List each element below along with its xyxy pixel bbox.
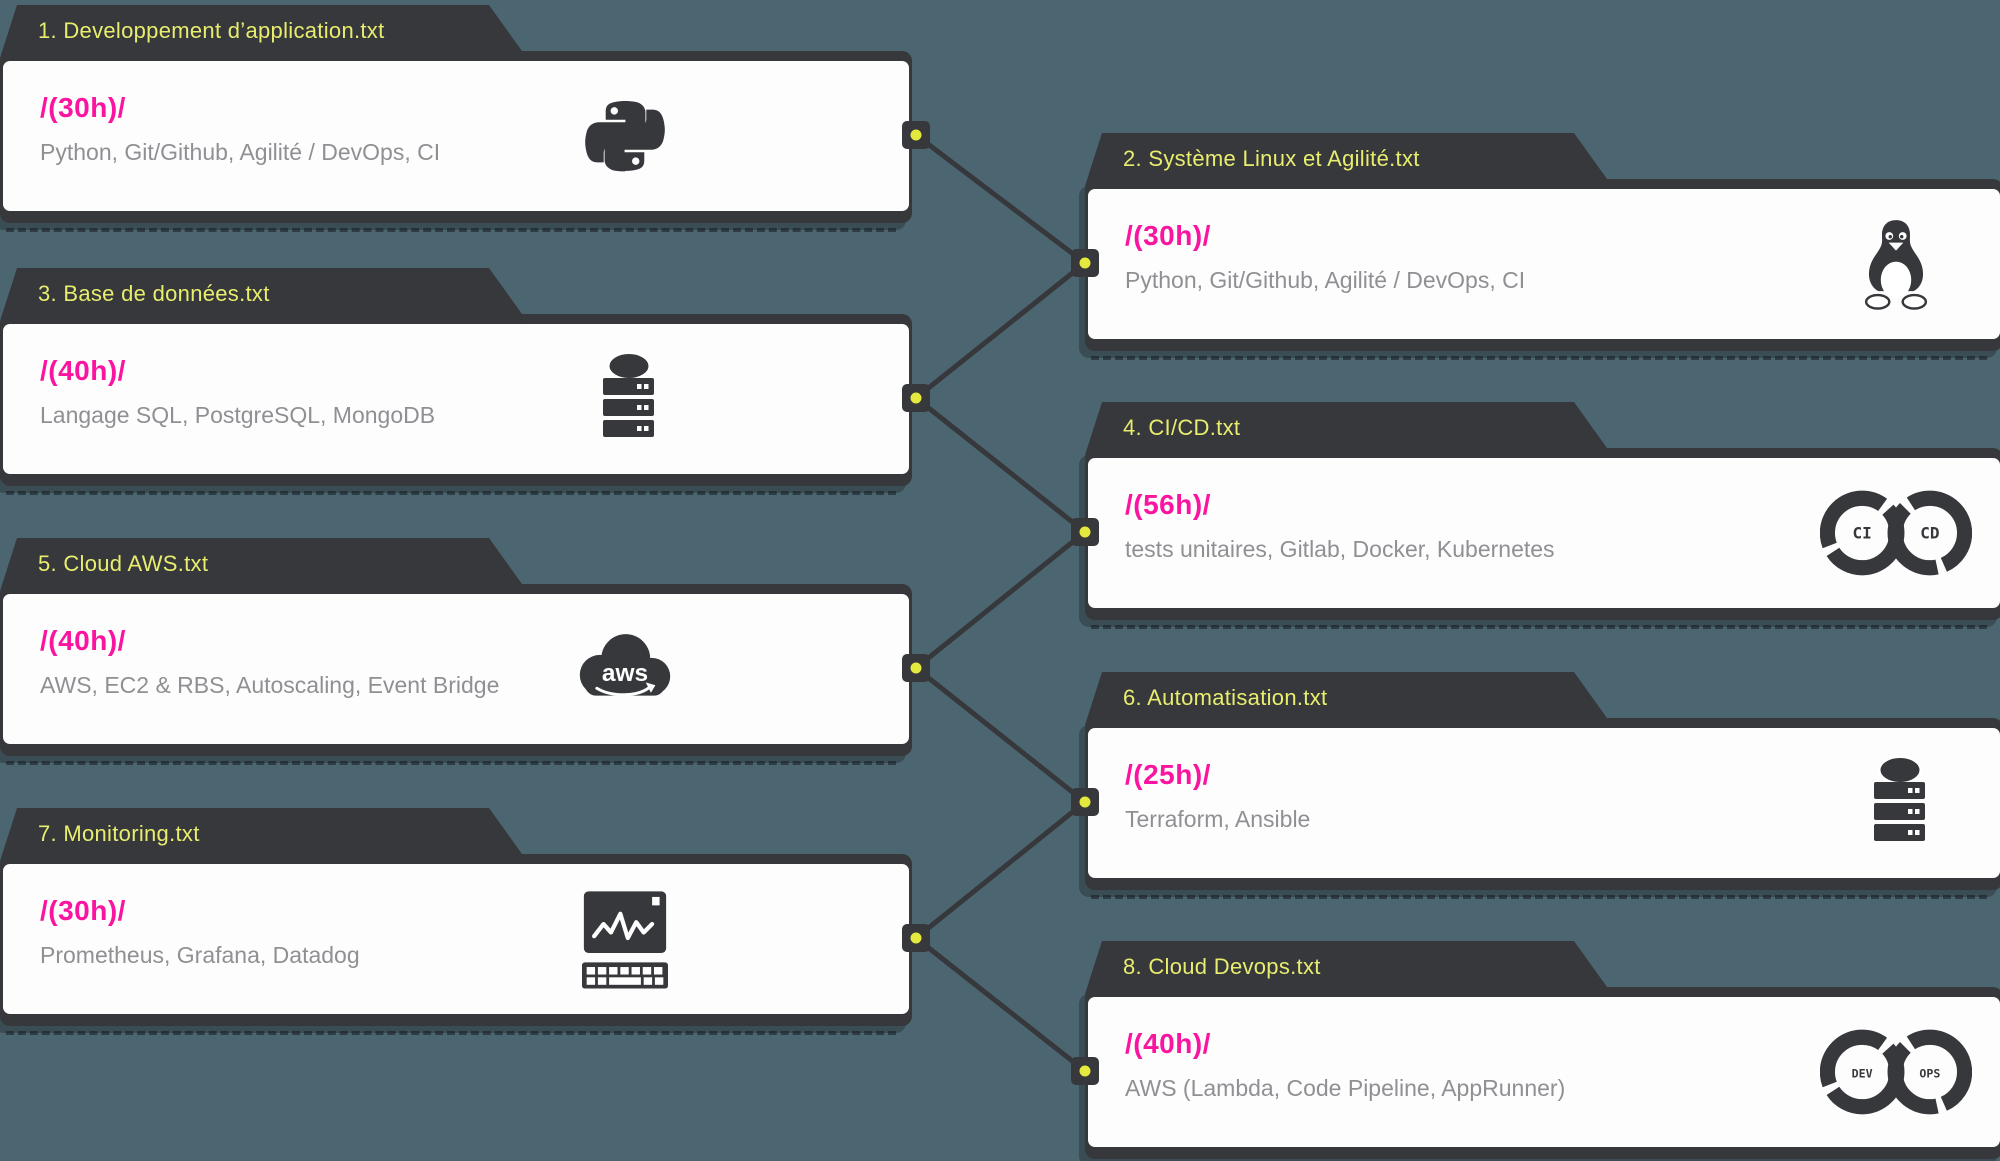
connection-line — [913, 665, 1088, 805]
hours-label: /(30h)/ — [40, 895, 126, 926]
card-body: /(40h)/ AWS, EC2 & RBS, Autoscaling, Eve… — [3, 594, 909, 744]
hours-label: /(30h)/ — [40, 92, 126, 123]
icon-label: DEV — [1852, 1066, 1873, 1080]
module-card: 2. Système Linux et Agilité.txt /(30h)/ … — [1085, 133, 2000, 360]
connector-node — [902, 121, 930, 149]
folder-tab-title: 4. CI/CD.txt — [1123, 415, 1241, 440]
card-body: /(40h)/ AWS (Lambda, Code Pipeline, AppR… — [1088, 997, 2000, 1147]
hours-label: /(40h)/ — [40, 355, 126, 386]
icon-label: OPS — [1919, 1066, 1940, 1080]
connector-node — [902, 384, 930, 412]
connector-node — [1071, 1057, 1099, 1085]
icon-label: CD — [1920, 523, 1939, 542]
skills-label: AWS, EC2 & RBS, Autoscaling, Event Bridg… — [40, 672, 500, 698]
icon-label: aws — [602, 660, 648, 687]
connection-line — [913, 529, 1088, 671]
card-body: /(56h)/ tests unitaires, Gitlab, Docker,… — [1088, 458, 2000, 608]
connector-dot — [1079, 1065, 1091, 1077]
card-body: /(30h)/ Python, Git/Github, Agilité / De… — [3, 61, 909, 211]
folder-tab-title: 5. Cloud AWS.txt — [38, 551, 209, 576]
connector-node — [902, 924, 930, 952]
module-card: 7. Monitoring.txt /(30h)/ Prometheus, Gr… — [0, 808, 912, 1035]
module-card: 5. Cloud AWS.txt /(40h)/ AWS, EC2 & RBS,… — [0, 538, 912, 765]
skills-label: Python, Git/Github, Agilité / DevOps, CI — [40, 139, 441, 165]
folder-tab-title: 2. Système Linux et Agilité.txt — [1123, 146, 1420, 171]
icon-label: CI — [1852, 523, 1871, 542]
hours-label: /(25h)/ — [1125, 759, 1211, 790]
folder-tab — [1085, 133, 1612, 186]
hours-label: /(40h)/ — [40, 625, 126, 656]
cicd-infinity-icon: CI CD — [1819, 484, 1973, 582]
folder-tab — [0, 268, 527, 321]
connector-dot — [910, 662, 922, 674]
folder-tab — [1085, 672, 1612, 725]
folder-tab-title: 3. Base de données.txt — [38, 281, 270, 306]
folder-tab — [0, 808, 527, 861]
connection-line — [913, 799, 1088, 941]
skills-label: AWS (Lambda, Code Pipeline, AppRunner) — [1125, 1075, 1566, 1101]
folder-tab — [1085, 402, 1612, 455]
connection-line — [913, 260, 1088, 401]
module-card: 1. Developpement d’application.txt /(30h… — [0, 5, 912, 232]
folder-tab — [0, 538, 527, 591]
connection-line — [913, 935, 1088, 1074]
connector-dot — [910, 392, 922, 404]
module-card: 8. Cloud Devops.txt /(40h)/ AWS (Lambda,… — [1085, 941, 2000, 1159]
connector-dot — [1079, 526, 1091, 538]
module-card: 4. CI/CD.txt /(56h)/ tests unitaires, Gi… — [1085, 402, 2000, 629]
connection-line — [913, 132, 1088, 266]
module-card: 3. Base de données.txt /(40h)/ Langage S… — [0, 268, 912, 495]
connector-node — [1071, 518, 1099, 546]
connector-node — [1071, 788, 1099, 816]
card-body: /(40h)/ Langage SQL, PostgreSQL, MongoDB — [3, 324, 909, 474]
skills-label: tests unitaires, Gitlab, Docker, Kuberne… — [1125, 536, 1555, 562]
connector-dot — [1079, 796, 1091, 808]
skills-label: Prometheus, Grafana, Datadog — [40, 942, 360, 968]
card-body: /(25h)/ Terraform, Ansible — [1088, 728, 2000, 878]
database-icon — [592, 351, 658, 447]
aws-cloud-icon: aws — [573, 628, 677, 711]
module-card: 6. Automatisation.txt /(25h)/ Terraform,… — [1085, 672, 2000, 899]
card-body: /(30h)/ Python, Git/Github, Agilité / De… — [1088, 189, 2000, 339]
devops-infinity-icon: DEV OPS — [1819, 1023, 1973, 1121]
connector-dot — [910, 129, 922, 141]
skills-label: Terraform, Ansible — [1125, 806, 1311, 832]
connector-node — [1071, 249, 1099, 277]
folder-tab-title: 7. Monitoring.txt — [38, 821, 200, 846]
folder-tab-title: 6. Automatisation.txt — [1123, 685, 1328, 710]
python-icon — [585, 96, 665, 176]
folder-tab-title: 1. Developpement d’application.txt — [38, 18, 385, 43]
connector-dot — [1079, 257, 1091, 269]
connection-line — [913, 395, 1088, 535]
database-icon — [1863, 755, 1929, 851]
skills-label: Langage SQL, PostgreSQL, MongoDB — [40, 402, 436, 428]
connector-dot — [910, 932, 922, 944]
hours-label: /(30h)/ — [1125, 220, 1211, 251]
folder-tab — [0, 5, 527, 58]
skills-label: Python, Git/Github, Agilité / DevOps, CI — [1125, 267, 1526, 293]
monitoring-icon — [582, 889, 668, 989]
folder-tab — [1085, 941, 1612, 994]
folder-tab-title: 8. Cloud Devops.txt — [1123, 954, 1321, 979]
connector-node — [902, 654, 930, 682]
linux-tux-icon — [1857, 218, 1935, 311]
hours-label: /(40h)/ — [1125, 1028, 1211, 1059]
hours-label: /(56h)/ — [1125, 489, 1211, 520]
card-body: /(30h)/ Prometheus, Grafana, Datadog — [3, 864, 909, 1014]
